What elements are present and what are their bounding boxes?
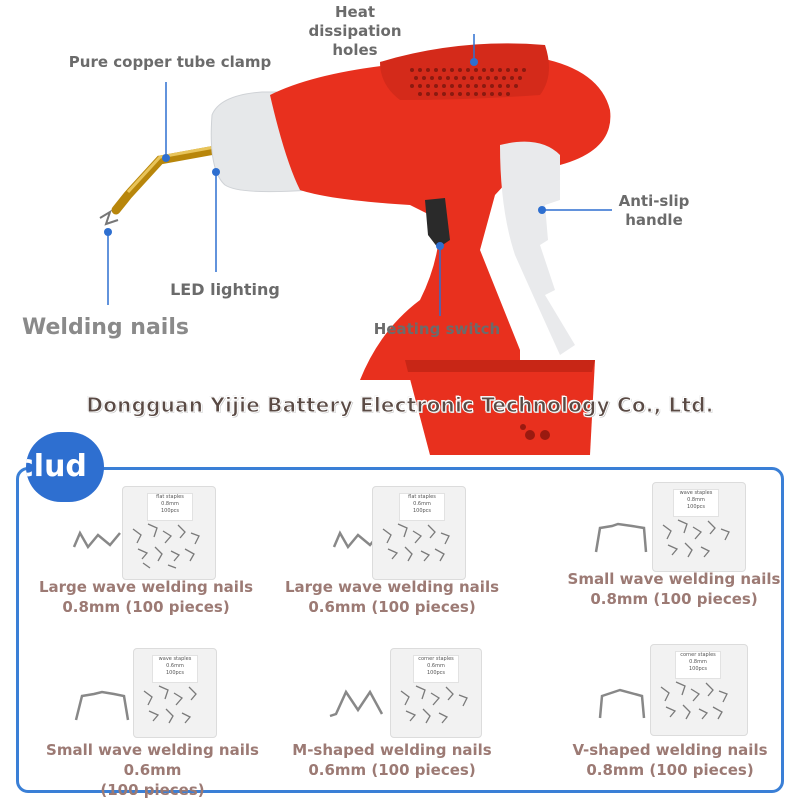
item-caption: Small wave welding nails 0.6mm(100 piece… bbox=[46, 741, 259, 799]
m-shaped-nail-icon bbox=[329, 689, 384, 718]
small-wave-nail-icon bbox=[74, 690, 130, 721]
v-shaped-nail-icon bbox=[598, 688, 646, 719]
copper-tube-label: Pure copper tube clamp bbox=[68, 53, 272, 71]
heat-dissipation-label: Heat dissipation holes bbox=[308, 3, 402, 59]
contents-badge: clud bbox=[26, 432, 104, 502]
large-wave-nail-icon bbox=[72, 530, 121, 550]
welding-gun-illustration bbox=[99, 34, 612, 455]
heating-switch-label: Heating switch bbox=[373, 320, 501, 338]
led-label: LED lighting bbox=[170, 280, 280, 299]
anti-slip-label: Anti-slip handle bbox=[618, 192, 690, 229]
welding-nails-label: Welding nails bbox=[22, 315, 189, 340]
company-watermark: Dongguan Yijie Battery Electronic Techno… bbox=[86, 393, 714, 418]
large-wave-nail-icon bbox=[332, 530, 381, 550]
small-wave-nail-icon bbox=[594, 522, 648, 553]
